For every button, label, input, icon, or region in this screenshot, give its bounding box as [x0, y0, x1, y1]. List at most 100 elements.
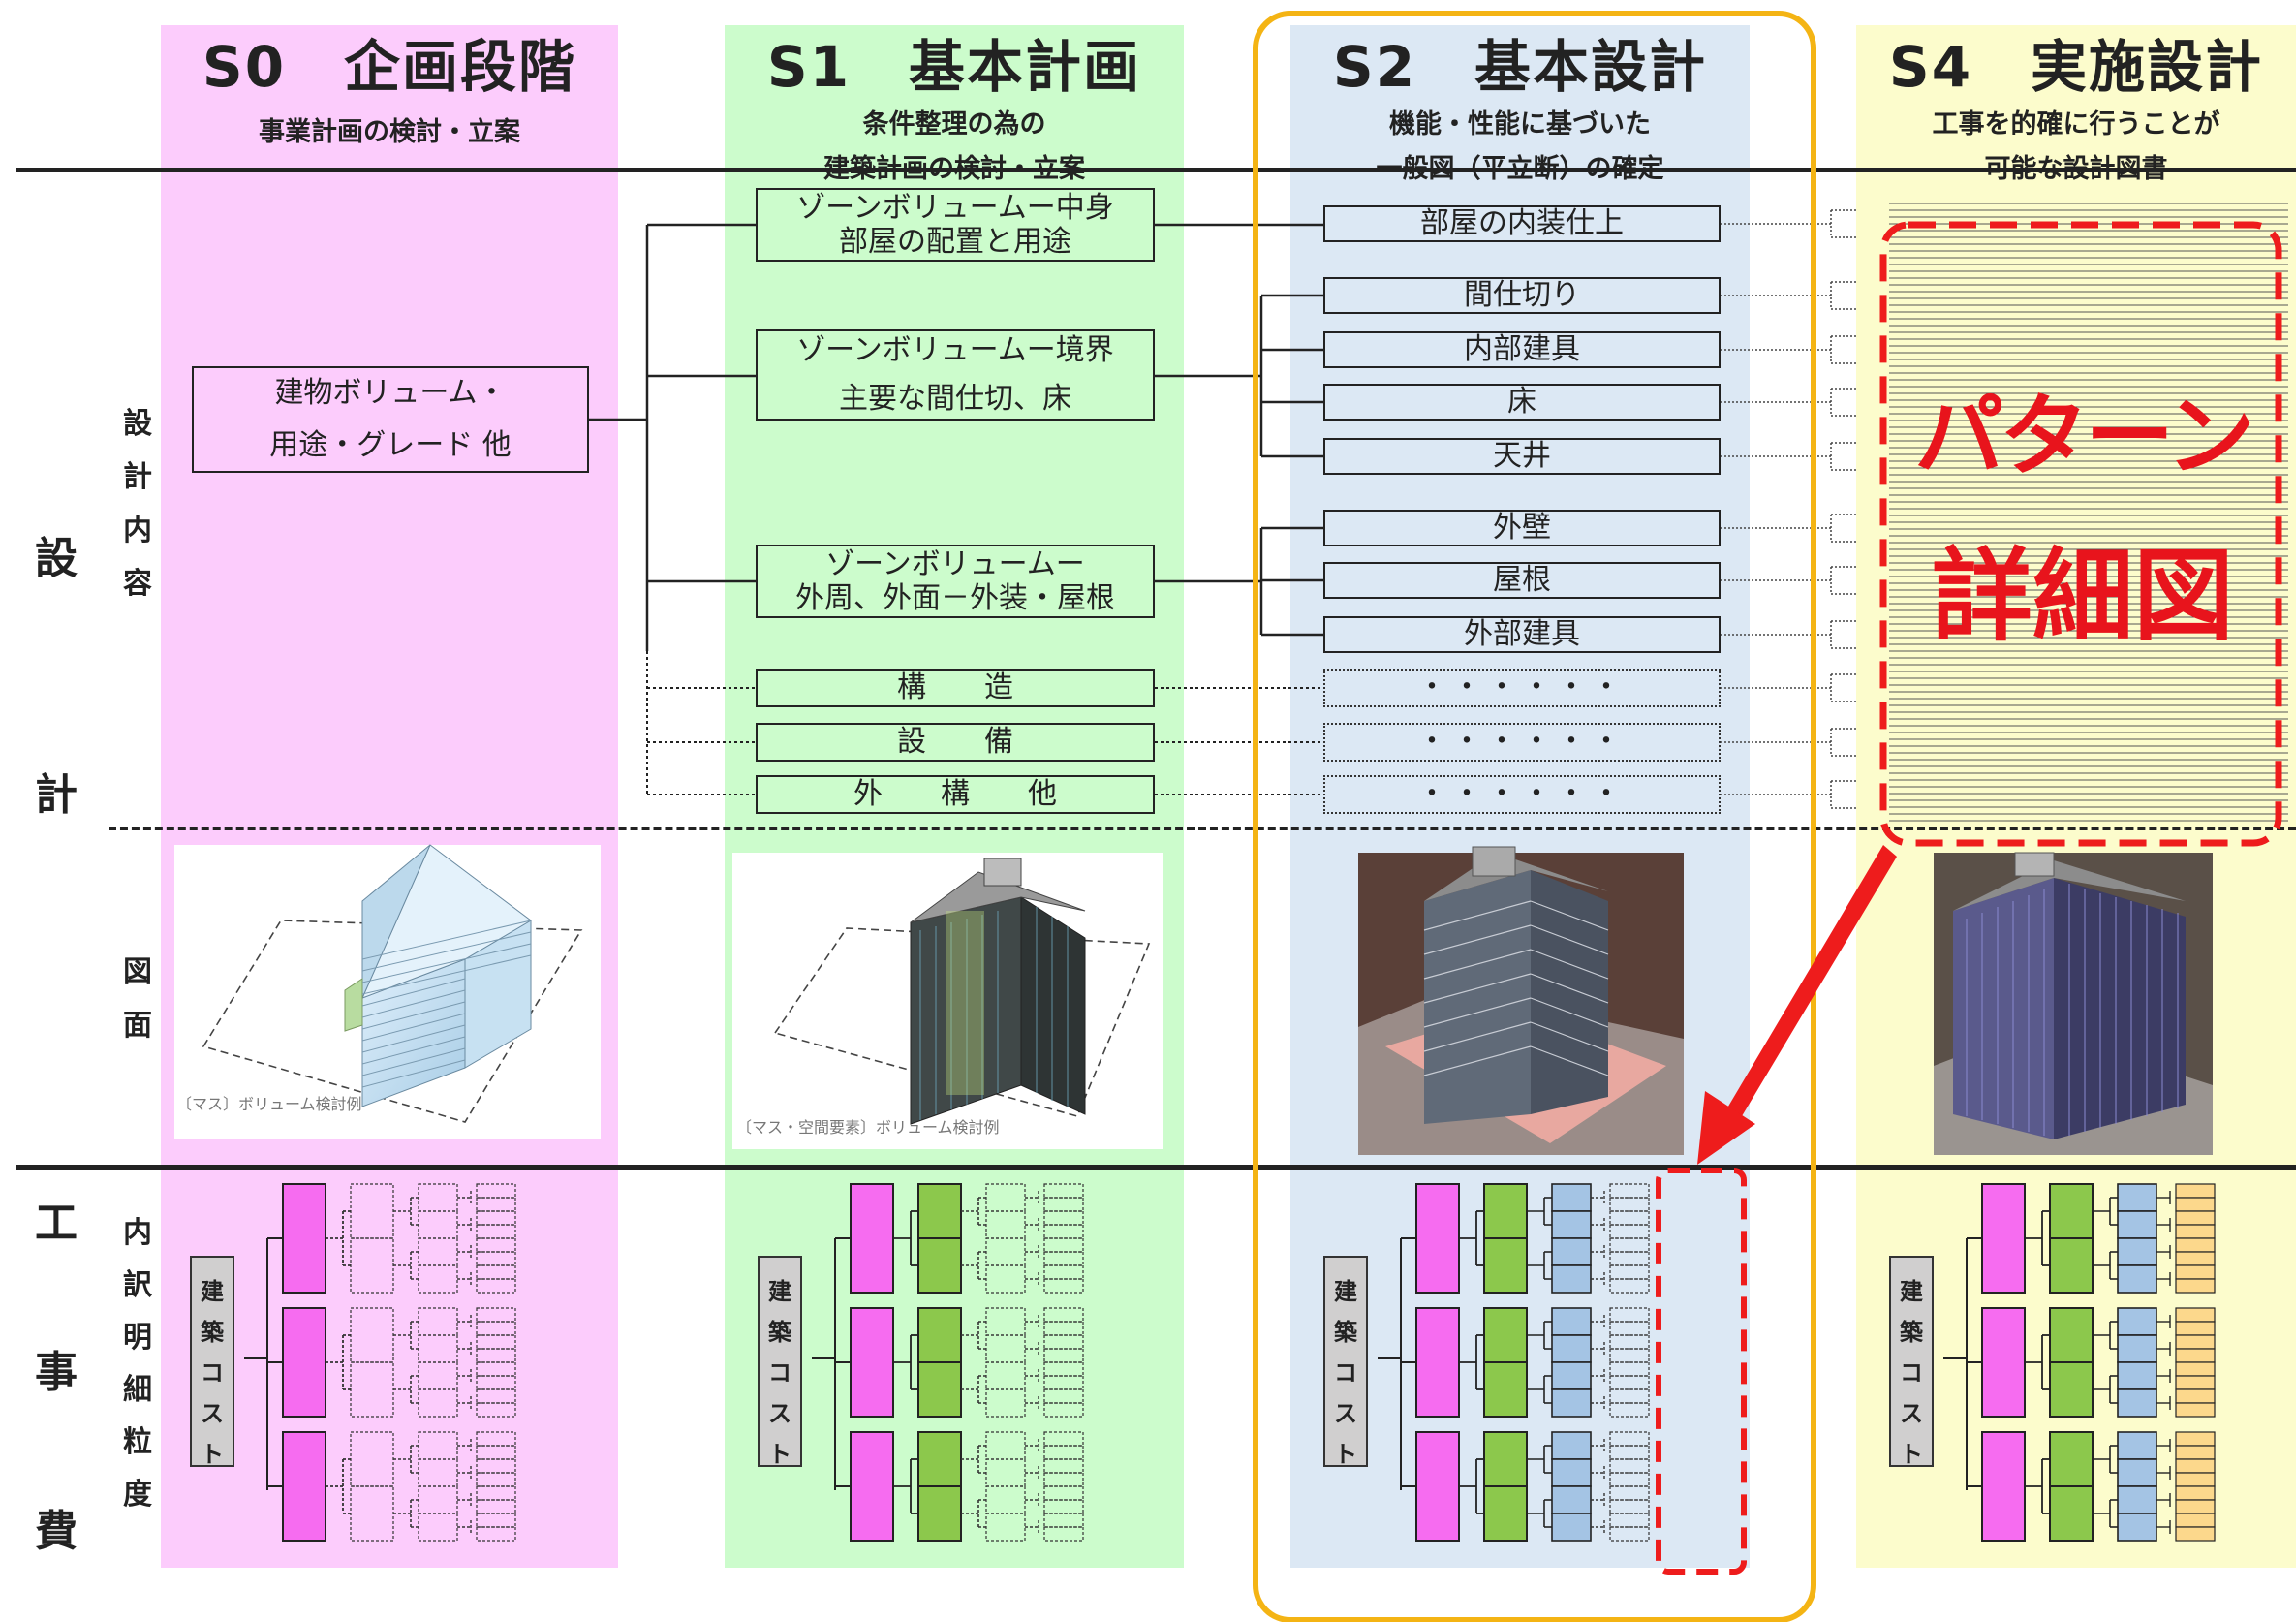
- label-design-content-4: 容: [123, 567, 152, 601]
- cost-level4-block: [476, 1251, 516, 1266]
- s4-cost-label: 建築コスト: [1889, 1256, 1934, 1468]
- cost-level4-block: [1609, 1183, 1650, 1199]
- cost-level4-block: [2175, 1513, 2216, 1528]
- cost-level4-block: [476, 1307, 516, 1323]
- cost-level2-block: [917, 1485, 962, 1542]
- cost-level3-block: [985, 1361, 1026, 1390]
- cost-level4-block: [1609, 1388, 1650, 1404]
- cost-level4-block: [1043, 1458, 1084, 1474]
- cost-level3-block: [1551, 1513, 1592, 1542]
- cost-level4-block: [1609, 1431, 1650, 1447]
- cost-level4-block: [2175, 1237, 2216, 1253]
- cost-level2-block: [2049, 1183, 2094, 1239]
- s2-equipment-detail-box: ・・・・・・: [1323, 723, 1721, 762]
- cost-level4-block: [476, 1264, 516, 1280]
- cost-level4-block: [1609, 1264, 1650, 1280]
- s0-cost-label: 建築コスト: [190, 1256, 234, 1468]
- cost-level1-block: [1981, 1307, 2026, 1418]
- cost-level2-block: [350, 1183, 394, 1239]
- cost-level2-block: [2049, 1307, 2094, 1363]
- cost-level3-block: [985, 1334, 1026, 1363]
- s1-equipment-box: 設 備: [756, 723, 1155, 762]
- cost-level2-block: [917, 1237, 962, 1294]
- header-s2-subtitle-1: 機能・性能に基づいた: [1389, 109, 1651, 140]
- s4-red-dashed-region: [1879, 221, 2282, 847]
- cost-level4-block: [1609, 1472, 1650, 1487]
- cost-level3-block: [418, 1431, 458, 1460]
- cost-label-char: 建: [768, 1278, 791, 1305]
- cost-level3-block: [418, 1264, 458, 1294]
- cost-level4-block: [1043, 1197, 1084, 1212]
- cost-level4-block: [1609, 1445, 1650, 1460]
- cost-label-char: コ: [201, 1359, 224, 1387]
- cost-level4-block: [1043, 1526, 1084, 1542]
- cost-level4-block: [1043, 1485, 1084, 1501]
- cost-level4-block: [2175, 1348, 2216, 1363]
- cost-level4-block: [476, 1485, 516, 1501]
- cost-level1-block: [850, 1307, 894, 1418]
- cost-label-char: 築: [1900, 1319, 1923, 1346]
- cost-level4-block: [2175, 1375, 2216, 1390]
- cost-label-char: コ: [1900, 1359, 1923, 1387]
- cost-level4-block: [1043, 1402, 1084, 1418]
- s1-cost-tree: [812, 1183, 1084, 1542]
- cost-level4-block: [2175, 1431, 2216, 1447]
- drawing-divider: [109, 827, 2296, 830]
- s2-interior-fittings-box: 内部建具: [1323, 331, 1721, 368]
- cost-level1-block: [1981, 1183, 2026, 1294]
- s2-room-interior-box: 部屋の内装仕上: [1323, 205, 1721, 242]
- cost-level4-block: [476, 1183, 516, 1199]
- cost-level3-block: [2117, 1334, 2157, 1363]
- cost-level2-block: [1483, 1431, 1528, 1487]
- cost-level3-block: [1551, 1458, 1592, 1487]
- s2-roof-box: 屋根: [1323, 562, 1721, 599]
- cost-level3-block: [985, 1431, 1026, 1460]
- cost-level3-block: [2117, 1361, 2157, 1390]
- s2-cost-tree: [1378, 1183, 1650, 1542]
- tree-s1-s2-dotted: [1155, 687, 1323, 795]
- cost-level4-block: [476, 1499, 516, 1514]
- cost-level4-block: [2175, 1307, 2216, 1323]
- label-design-1: 設: [35, 534, 78, 583]
- cost-label-char: ト: [768, 1441, 791, 1468]
- label-cost-detail-1: 内: [123, 1216, 152, 1250]
- label-design-content-2: 計: [123, 460, 152, 494]
- cost-level4-block: [1043, 1334, 1084, 1350]
- label-design-2: 計: [35, 770, 78, 820]
- s2-floor-box: 床: [1323, 384, 1721, 421]
- cost-level4-block: [1609, 1237, 1650, 1253]
- cost-level3-block: [2117, 1237, 2157, 1266]
- cost-level3-block: [985, 1210, 1026, 1239]
- cost-level2-block: [350, 1361, 394, 1418]
- cost-level2-block: [1483, 1307, 1528, 1363]
- s1-image-caption: 〔マス・空間要素〕ボリューム検討例: [736, 1118, 1000, 1137]
- cost-level1-block: [1415, 1307, 1460, 1418]
- s1-zone-exterior-box: ゾーンボリュームー 外周、外面－外装・屋根: [756, 545, 1155, 618]
- cost-level4-block: [476, 1237, 516, 1253]
- cost-level4-block: [1609, 1402, 1650, 1418]
- cost-level4-block: [476, 1348, 516, 1363]
- s0-building-volume-box: 建物ボリューム・ 用途・グレード 他: [192, 366, 589, 473]
- cost-level4-block: [2175, 1183, 2216, 1199]
- cost-level4-block: [2175, 1361, 2216, 1377]
- s4-building-image: [1934, 852, 2213, 1155]
- header-s0-subtitle: 事業計画の検討・立案: [259, 117, 520, 147]
- cost-level1-block: [850, 1183, 894, 1294]
- cost-level4-block: [476, 1402, 516, 1418]
- s2-cost-label: 建築コスト: [1323, 1256, 1368, 1468]
- cost-level3-block: [1551, 1485, 1592, 1514]
- s4-pattern-label: パターン: [1914, 385, 2254, 488]
- s2-exterior-wall-box: 外壁: [1323, 510, 1721, 546]
- header-s4-title: S4 実施設計: [1888, 34, 2264, 100]
- s1-box2-line1: ゾーンボリュームー境界: [796, 333, 1114, 367]
- cost-level4-block: [1609, 1348, 1650, 1363]
- header-s0: S0 企画段階 事業計画の検討・立案: [161, 21, 618, 155]
- s1-box3-line2: 外周、外面－外装・屋根: [795, 581, 1115, 615]
- s1-box1-line2: 部屋の配置と用途: [839, 225, 1071, 259]
- s1-zone-contents-box: ゾーンボリュームー中身 部屋の配置と用途: [756, 188, 1155, 262]
- tree-s0-s1: [589, 223, 756, 651]
- cost-level3-block: [2117, 1307, 2157, 1336]
- s1-structure-box: 構 造: [756, 669, 1155, 707]
- cost-level3-block: [1551, 1183, 1592, 1212]
